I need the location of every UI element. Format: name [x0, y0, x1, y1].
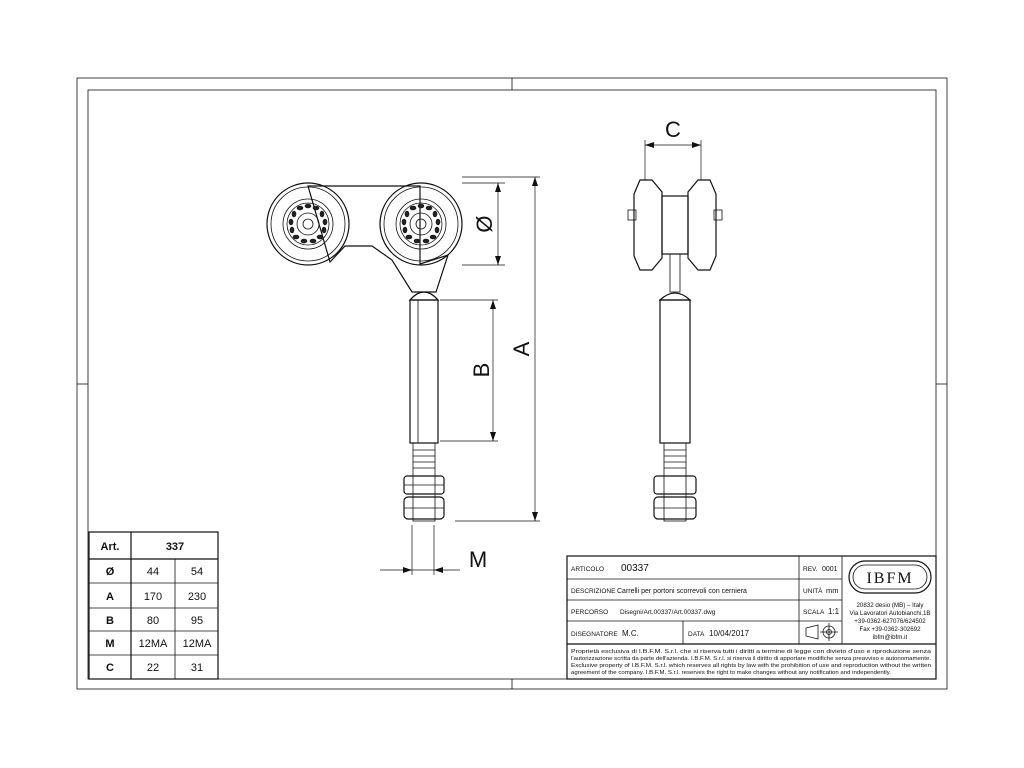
side-right-wheel [687, 179, 717, 271]
articolo-label: ARTICOLO [571, 566, 604, 573]
company-logo: IBFM [848, 560, 932, 594]
spec-row-value-2: 95 [191, 615, 203, 627]
wheel-bracket [307, 185, 449, 293]
company-logo-text: IBFM [866, 570, 913, 587]
dimension-lines-front [380, 176, 540, 575]
spec-row-value-1: 12MA [139, 638, 168, 650]
spec-row-value-1: 170 [144, 591, 162, 603]
right-wheel [379, 182, 463, 266]
m-dimension-label: M [469, 547, 487, 572]
dimension-arrows-side [645, 142, 701, 148]
side-upper-nut [653, 475, 697, 495]
spec-row-value-2: 230 [188, 591, 206, 603]
hinge-head [408, 291, 440, 301]
articolo-value: 00337 [621, 563, 649, 574]
spec-row-label: A [106, 591, 114, 603]
scala-value: 1:1 [828, 607, 840, 616]
spec-table-article: 337 [166, 541, 184, 553]
outer-frame [76, 77, 948, 690]
spec-row-label: B [106, 615, 114, 627]
disegnatore-value: M.C. [622, 629, 639, 638]
spec-row-value-1: 44 [147, 566, 159, 578]
threaded-shaft [412, 442, 436, 522]
projection-symbol-icon [805, 623, 838, 641]
descrizione-value: Carrelli per portoni scorrevoli con cern… [617, 588, 747, 595]
disclaimer-line: Proprietà esclusiva di I.B.F.M. S.r.l. c… [571, 649, 931, 655]
unita-label: UNITÀ [803, 586, 823, 595]
spec-row-label: Ø [106, 566, 115, 578]
title-block [566, 555, 937, 680]
address-line: 20832 desio (MB) – Italy [856, 602, 924, 609]
disclaimer-line: l'autorizzazione scritta da parte dell'a… [571, 656, 931, 662]
dimension-lines-side [644, 140, 702, 180]
centering-marks [77, 78, 947, 689]
hinge-body [409, 299, 439, 444]
spec-row-value-1: 80 [147, 615, 159, 627]
c-dimension-label: C [665, 117, 681, 142]
scala-label: SCALA [803, 609, 825, 616]
front-view [266, 182, 463, 522]
rev-value: 0001 [822, 566, 838, 573]
left-wheel [266, 182, 350, 266]
spec-table-header-label: Art. [101, 541, 120, 553]
disclaimer-line: agreement of the company. I.B.F.M. S.r.l… [571, 670, 891, 676]
side-left-wheel [633, 179, 663, 271]
address-line: +39-0362-627076/624502 [854, 618, 926, 625]
spec-row-label: C [106, 662, 114, 674]
address-line: Fax +39-0362-302692 [859, 626, 921, 633]
spec-table [88, 531, 219, 680]
address-line: Via Lavoratori Autobianchi,1B [849, 610, 930, 617]
side-hub [661, 195, 689, 255]
descrizione-label: DESCRIZIONE [571, 588, 616, 595]
spec-row-value-1: 22 [147, 662, 159, 674]
spec-row-value-2: 54 [191, 566, 203, 578]
side-view [627, 179, 723, 522]
disegnatore-label: DISEGNATORE [571, 631, 618, 638]
b-dimension-label: B [469, 363, 494, 378]
rev-label: REV. [803, 566, 818, 573]
disclaimer-line: Exclusive property of I.B.F.M. S.r.l. wh… [571, 663, 931, 669]
data-label: DATA [688, 631, 705, 638]
address-line: ibfm@ibfm.it [873, 634, 908, 641]
spec-row-value-2: 12MA [183, 638, 212, 650]
side-threaded-shaft [663, 442, 687, 522]
spec-row-value-2: 31 [191, 662, 203, 674]
diameter-dimension-label: Ø [472, 215, 497, 232]
side-stem [669, 253, 681, 293]
dimension-arrows-front [403, 177, 538, 573]
a-dimension-label: A [509, 341, 534, 356]
percorso-label: PERCORSO [571, 609, 608, 616]
spec-row-label: M [105, 638, 114, 650]
side-hinge-body [659, 299, 691, 444]
unita-value: mm [826, 586, 839, 595]
data-value: 10/04/2017 [709, 629, 750, 638]
percorso-value: Disegni/Art.00337/Art.00337.dwg [620, 609, 716, 616]
